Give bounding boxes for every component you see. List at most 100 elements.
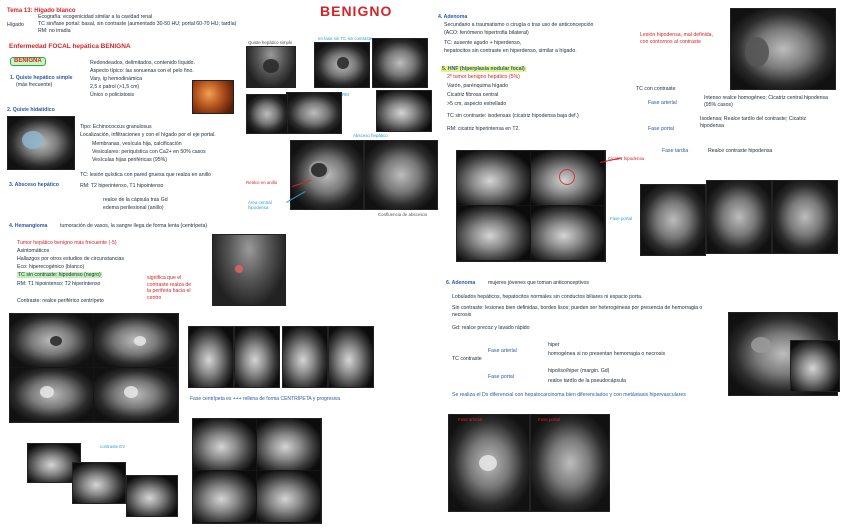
contraste-ev-label: contraste EV (100, 444, 126, 449)
page-title: BENIGNO (320, 3, 393, 19)
hnf-label-cicatriz: Cicatriz hipodensa (608, 156, 645, 161)
s4-line-4: Eco: hiperecogénico (blanco) (17, 264, 85, 270)
s5-phase-2-desc: Isodensa; Realce tardío del contraste; C… (700, 116, 807, 129)
adenoma-art-lesion (479, 455, 497, 471)
hemangioma-phase-caption: Fase centrípeta es +++ rellena de forma … (190, 396, 341, 402)
liver-line-1: Ecografía: ecogenicidad similar a la cav… (38, 14, 153, 20)
adenoma-ct-right-lesion (751, 337, 771, 353)
label-quiste: Quiste hepático simple (248, 40, 293, 45)
adenoma-ct-top-lesion (745, 37, 769, 67)
section-title: Enfermedad FOCAL hepática BENIGNA (9, 43, 131, 50)
s5-line-3: Cicatriz fibrosa central (447, 92, 499, 98)
s6-phase-portal-desc-2: realce tardío de la pseudocápsula (548, 378, 626, 384)
hemangioma-lesion-3 (40, 386, 54, 398)
s5-line-5: TC sin contraste: isodensas (cicatriz hi… (447, 113, 579, 119)
quiste-rm (376, 90, 432, 132)
s5-phase-3: Fase tardía (662, 148, 689, 154)
absceso-caption-center: Área central hipodensa (248, 200, 272, 210)
hnf-mri-2 (531, 151, 604, 205)
s6-contrast: TC contraste (452, 356, 482, 362)
s4b-line-1: Secundario a traumatismo o cirugía o tra… (444, 22, 594, 28)
s6-phase-arterial: Fase arterial (488, 348, 517, 354)
adenoma-ct-right-inset (790, 340, 840, 392)
label-ct-no: en fase sin TC sin contraste (318, 36, 373, 41)
hidatidico-lesion (22, 131, 44, 149)
s4b-line-2: (ACO: fenómeno hipertrofia bilateral) (444, 30, 529, 36)
benigna-tag: BENIGNA (10, 57, 46, 66)
absceso-ct-2 (364, 140, 438, 210)
s6-phase-portal: Fase portal (488, 374, 514, 380)
s4-line-6: RM: T1 hipointenso; T2 hiperintenso (17, 281, 101, 287)
s5-phase-1-desc: Intenso realce homogéneo; Cicatriz centr… (704, 95, 828, 108)
liver-header: Hígado (7, 22, 24, 28)
s4-contrast: Contraste: realce periférico centrípeto (17, 298, 104, 304)
quiste-us-lesion (263, 59, 279, 73)
s5-contrast-head: TC con contraste (636, 86, 676, 92)
s5-line-4: >5 cm, aspecto estrellado (447, 101, 507, 107)
hemangioma-lesion-2 (134, 336, 146, 346)
s1-sub: (más frecuente) (16, 82, 53, 88)
hemangioma-lesion-1 (50, 336, 62, 346)
s4-line-1: Tumor hepático benigno más frecuente (-5… (17, 240, 117, 246)
absceso-caption-ring: Realce en anillo (246, 180, 278, 185)
hemangioma-ct-2 (94, 314, 177, 367)
s2-line-2: Localización, infiltraciones y con el hí… (80, 132, 216, 138)
hnf-label-portal: Fase portal (610, 216, 632, 221)
hemangioma-ct-grid (9, 313, 179, 423)
s6-phase-portal-desc-1: hipo/iso/hiper (margin. Gd) (548, 368, 610, 374)
hnf-mri-grid (456, 150, 606, 262)
hemangioma-phase-1 (188, 326, 234, 388)
s1-line-2: Aspecto típico: las sonuenas con el pelo… (90, 68, 194, 74)
hemangioma-us (212, 234, 286, 306)
s5-red-note: Lesión hipodensa, mal definida, con cont… (640, 32, 713, 45)
topic-heading: Tema 13: Hígado blanco (7, 8, 76, 14)
s5-phase-1: Fase arterial (648, 100, 677, 106)
label-confluencia: Confluencia de abscesos (378, 212, 428, 217)
s2-title: 2. Quiste hidatídico (7, 107, 55, 113)
s5-title: 5. HNF (hiperplasia nodular focal) (441, 66, 526, 73)
s1-line-1: Redondeados, delimitados, contenido líqu… (90, 60, 195, 66)
s4-line-3: Hallazgos por otros estudios de circunst… (17, 256, 124, 262)
s4-line-5-text: TC sin contraste: hipodenso (negro) (17, 272, 102, 278)
hemangioma-ct-4 (94, 368, 177, 421)
s4-note: significa que el contraste realza de la … (147, 275, 192, 301)
label-absceso: Absceso hepático (353, 133, 388, 138)
hnf-ct-1 (640, 184, 706, 256)
s2-line-4: Vesiculares: periquística con Ca2+ en 50… (92, 149, 206, 155)
contraste-ev-3 (126, 475, 178, 517)
s4b-title: 4. Adenoma (438, 14, 468, 20)
contraste-ev-2 (72, 462, 126, 504)
s1-line-3: Vary, ig hemodinámica (90, 76, 142, 82)
section-title-text: Enfermedad FOCAL hepática BENIGNA (9, 43, 131, 50)
adenoma-phase-portal-img (530, 414, 610, 512)
s6-line-1: Lobulados hepáticos, hepatocitos normale… (452, 294, 643, 300)
adenoma-label-arterial: Fase arterial (458, 417, 483, 422)
s4-intro: tumoración de vasos, la sangre llega de … (60, 223, 208, 229)
quiste-ct-c (286, 92, 342, 134)
centripetal-3 (193, 471, 256, 522)
s3-line-3: realce de la cápsula tras Gd (103, 197, 168, 203)
centripetal-2 (257, 419, 320, 470)
s4-line-2: Asintomáticos (17, 248, 50, 254)
label-rm: RM (342, 92, 349, 97)
absceso-lesion (309, 161, 329, 179)
adenoma-phase-arterial-img (448, 414, 530, 512)
quiste-us (246, 46, 296, 88)
s5-line-6: RM: cicatriz hiperintensa en T2. (447, 126, 520, 132)
hemangioma-ct-3 (10, 368, 93, 421)
quiste-ct-a-lesion (337, 57, 349, 69)
hnf-mri-2-lesion (559, 169, 575, 185)
s5-title-text: 5. HNF (hiperplasia nodular focal) (441, 66, 526, 72)
s5-phase-3-desc: Realce contraste hipodensa (708, 148, 773, 154)
hnf-mri-1 (457, 151, 530, 205)
s4-title: 4. Hemangioma (9, 223, 48, 229)
quiste-ct-b (372, 38, 428, 88)
quiste-photo (192, 80, 234, 114)
s2-line-5: Vesículas hijas periféricas (95%) (92, 157, 167, 163)
hemangioma-phase-4 (328, 326, 374, 388)
s4b-line-3: TC: ausente agudo + hiperdenso, (444, 40, 522, 46)
s1-line-5: Único o policistosis (90, 92, 135, 98)
liver-line-3: RM: no irradia (38, 28, 71, 34)
s4b-line-4: hepatocitos sin contraste en hiperdenso,… (444, 48, 577, 54)
hnf-ct-3 (772, 180, 838, 254)
